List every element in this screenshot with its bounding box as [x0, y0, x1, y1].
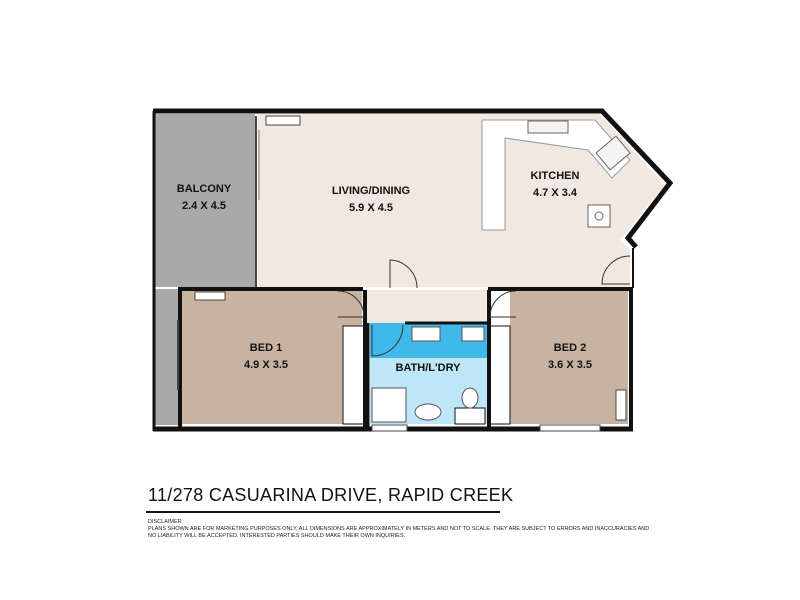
toilet [461, 387, 479, 409]
laundry-cupboard [454, 407, 486, 425]
svg-text:BED 2: BED 2 [554, 342, 586, 354]
living-window [265, 115, 301, 126]
bed-1-door-swing [337, 290, 365, 318]
svg-text:BED 1: BED 1 [250, 342, 282, 354]
bed-2-aircon [615, 389, 627, 421]
bed-1-bottom-window [371, 424, 408, 432]
kitchen-sink [527, 120, 569, 134]
bed-1-wardrobe [342, 325, 366, 425]
kitchen-door-swing [601, 255, 631, 285]
address-underline [146, 511, 500, 513]
bath-basin [461, 326, 485, 342]
shower [371, 387, 407, 423]
svg-text:BATH/L'DRY: BATH/L'DRY [396, 362, 462, 374]
room-label-bed-1: BED 1 4.9 X 3.5 [244, 342, 288, 371]
svg-text:4.9 X 3.5: 4.9 X 3.5 [244, 359, 288, 371]
disclaimer-title: DISCLAIMER [148, 519, 182, 525]
bed-1-window [194, 291, 226, 301]
svg-text:3.6 X 3.5: 3.6 X 3.5 [548, 359, 592, 371]
svg-text:KITCHEN: KITCHEN [531, 170, 580, 182]
room-label-bed-2: BED 2 3.6 X 3.5 [548, 342, 592, 371]
svg-text:2.4 X 4.5: 2.4 X 4.5 [182, 200, 226, 212]
svg-text:LIVING/DINING: LIVING/DINING [332, 185, 410, 197]
kitchen-appliance-dial [594, 211, 604, 221]
bed-2-bottom-window [539, 424, 601, 432]
bed-2-floor [510, 291, 628, 424]
property-address: 11/278 CASUARINA DRIVE, RAPID CREEK [148, 485, 514, 505]
kitchen-appliance [587, 204, 611, 228]
kitchen-bench [481, 119, 631, 231]
room-label-living-dining: LIVING/DINING 5.9 X 4.5 [332, 185, 410, 214]
bed-2-wardrobe [488, 325, 511, 425]
balcony-floor [155, 114, 255, 287]
svg-text:4.7 X 3.4: 4.7 X 3.4 [533, 187, 578, 199]
exterior-wall-top [153, 108, 674, 249]
balcony-lower-floor [155, 289, 178, 425]
living-dining-floor [258, 114, 665, 287]
svg-text:5.9 X 4.5: 5.9 X 4.5 [349, 202, 393, 214]
room-label-kitchen: KITCHEN 4.7 X 3.4 [531, 170, 580, 199]
bed-2-door-swing [489, 290, 517, 318]
room-label-balcony: BALCONY 2.4 X 4.5 [177, 183, 232, 212]
hall-door-swing [389, 259, 418, 289]
disclaimer-text: PLANS SHOWN ARE FOR MARKETING PURPOSES O… [148, 526, 650, 539]
room-label-bath-laundry: BATH/L'DRY [396, 362, 462, 374]
bath-door-swing [371, 324, 404, 357]
bath-vanity [411, 326, 441, 342]
floor-plan: BALCONY 2.4 X 4.5 LIVING/DINING 5.9 X 4.… [152, 108, 674, 432]
svg-text:BALCONY: BALCONY [177, 183, 232, 195]
bed-1-floor [182, 291, 362, 424]
kitchen-cooktop [595, 135, 631, 171]
laundry-tub [414, 403, 442, 421]
hallway-floor [362, 290, 488, 323]
